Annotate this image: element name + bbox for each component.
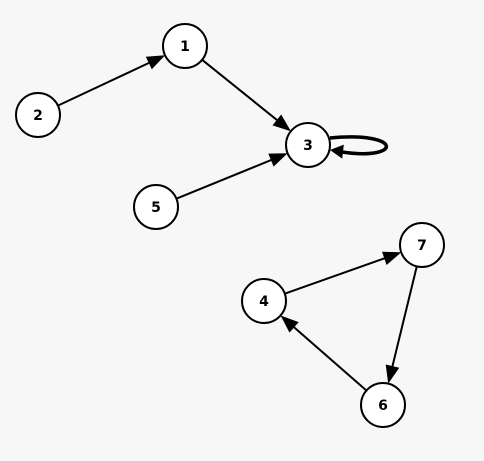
arrowhead-1-3 xyxy=(272,114,291,132)
edge-7-6 xyxy=(391,266,418,369)
node-3-circle xyxy=(285,122,331,168)
arrowhead-3-3 xyxy=(330,144,344,159)
node-6-circle xyxy=(360,382,406,428)
node-1-label: 1 xyxy=(180,39,190,55)
edge-3-3 xyxy=(329,135,389,156)
node-3-label: 3 xyxy=(303,138,313,154)
node-2-circle xyxy=(15,92,61,138)
edge-2-1 xyxy=(57,61,152,107)
node-4: 4 xyxy=(241,278,287,324)
node-6-label: 6 xyxy=(378,398,388,414)
arrowhead-7-6 xyxy=(385,364,400,384)
edge-6-4 xyxy=(291,325,368,392)
edge-1-3 xyxy=(201,59,280,122)
node-5: 5 xyxy=(133,184,179,230)
edge-5-3 xyxy=(175,158,274,200)
edges-layer xyxy=(57,55,418,392)
arrowhead-4-7 xyxy=(382,251,402,265)
node-2-label: 2 xyxy=(33,108,43,124)
node-7-label: 7 xyxy=(417,238,427,254)
node-2: 2 xyxy=(15,92,61,138)
node-7-circle xyxy=(399,222,445,268)
edge-4-7 xyxy=(284,256,387,295)
node-4-label: 4 xyxy=(259,294,269,310)
nodes-layer: 1 2 3 4 5 6 7 xyxy=(15,23,445,428)
node-1-circle xyxy=(162,23,208,69)
arrowhead-6-4 xyxy=(280,315,299,333)
node-5-circle xyxy=(133,184,179,230)
node-3: 3 xyxy=(285,122,331,168)
arrowhead-2-1 xyxy=(145,55,166,70)
node-4-circle xyxy=(241,278,287,324)
arrowhead-5-3 xyxy=(268,153,288,167)
node-6: 6 xyxy=(360,382,406,428)
node-1: 1 xyxy=(162,23,208,69)
node-7: 7 xyxy=(399,222,445,268)
node-5-label: 5 xyxy=(151,200,161,216)
